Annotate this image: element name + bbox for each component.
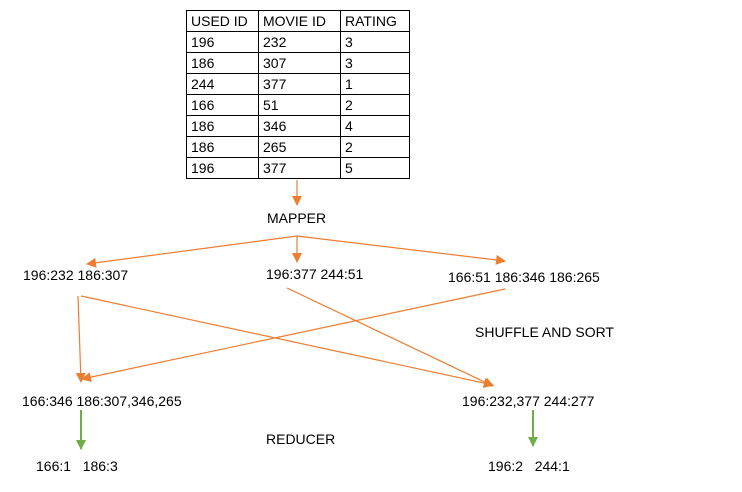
reducer-label: REDUCER — [266, 431, 336, 447]
arrow-out-3-to-group-1 — [81, 288, 506, 383]
table-cell: 186 — [186, 136, 259, 158]
arrow-mapper-to-out-3 — [296, 235, 506, 265]
table-cell: 377 — [258, 157, 341, 179]
map-output-1: 196:232 186:307 — [23, 267, 129, 283]
map-output-3: 166:51 186:346 186:265 — [448, 269, 600, 285]
table-cell: 166 — [186, 94, 259, 116]
map-output-2: 196:377 244:51 — [266, 266, 364, 282]
table-cell: 3 — [340, 52, 410, 74]
reduce-output-2: 196:2 244:1 — [488, 458, 570, 474]
table-cell: 1 — [340, 73, 410, 95]
table-cell: 196 — [186, 157, 259, 179]
reduce-output-1: 166:1 186:3 — [36, 458, 118, 474]
arrow-out-2-to-group-2 — [286, 287, 494, 387]
table-header-cell: RATING — [340, 10, 410, 32]
mapper-label: MAPPER — [267, 210, 327, 226]
table-cell: 186 — [186, 52, 259, 74]
table-cell: 186 — [186, 115, 259, 137]
table-cell: 265 — [258, 136, 341, 158]
arrow-mapper-to-out-1 — [86, 235, 298, 268]
table-cell: 244 — [186, 73, 259, 95]
table-cell: 307 — [258, 52, 341, 74]
table-cell: 377 — [258, 73, 341, 95]
arrow-out-1-to-group-1 — [75, 295, 86, 383]
table-cell: 3 — [340, 31, 410, 53]
shuffle-and-sort-label: SHUFFLE AND SORT — [475, 324, 614, 340]
table-cell: 4 — [340, 115, 410, 137]
table-cell: 346 — [258, 115, 341, 137]
table-cell: 232 — [258, 31, 341, 53]
table-cell: 196 — [186, 31, 259, 53]
grouped-output-1: 166:346 186:307,346,265 — [22, 393, 182, 409]
arrow-out-1-to-group-2 — [80, 295, 494, 388]
table-cell: 2 — [340, 136, 410, 158]
table-header-cell: MOVIE ID — [258, 10, 341, 32]
table-cell: 51 — [258, 94, 341, 116]
table-cell: 2 — [340, 94, 410, 116]
table-header-cell: USED ID — [186, 10, 259, 32]
table-cell: 5 — [340, 157, 410, 179]
grouped-output-2: 196:232,377 244:277 — [462, 393, 595, 409]
